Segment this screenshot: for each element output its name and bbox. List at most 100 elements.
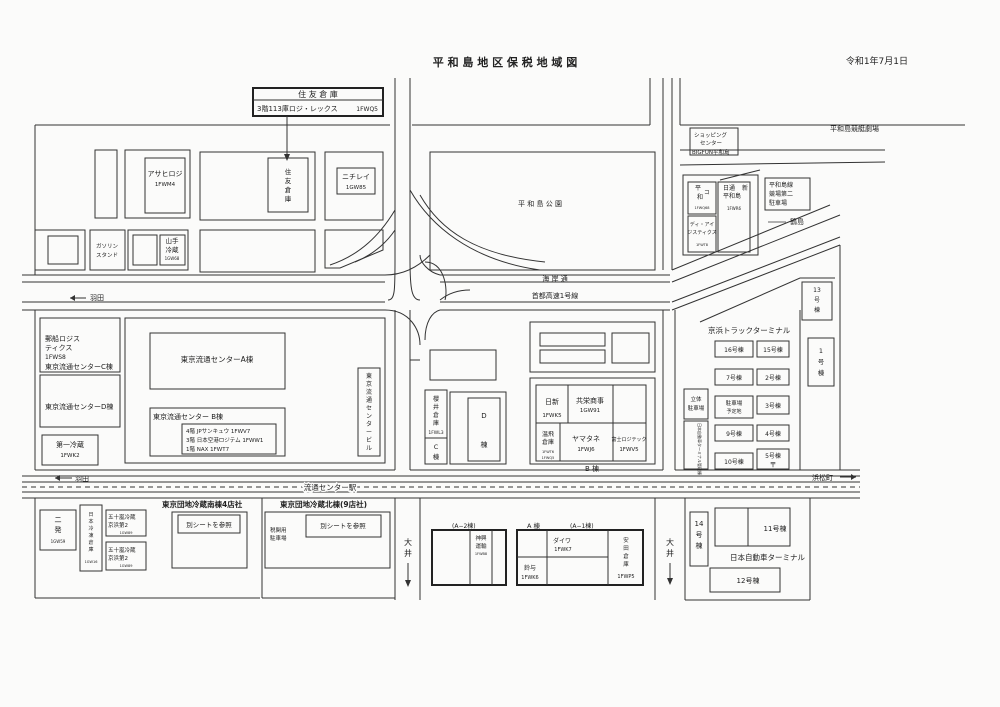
building-no12: 12号棟 bbox=[709, 567, 781, 593]
svg-text:発: 発 bbox=[55, 525, 62, 534]
svg-text:鈴与: 鈴与 bbox=[524, 564, 536, 572]
map-title: 平 和 島 地 区 保 税 地 域 図 bbox=[433, 55, 577, 69]
svg-text:1FWK7: 1FWK7 bbox=[554, 547, 571, 553]
building-onko-soko: 温飛 倉庫 1FWT6 1FWQ5 bbox=[535, 422, 561, 462]
svg-text:立体: 立体 bbox=[690, 395, 702, 403]
svg-text:セ: セ bbox=[366, 405, 372, 412]
svg-text:ガソリン: ガソリン bbox=[96, 242, 119, 250]
svg-text:号: 号 bbox=[818, 358, 825, 366]
building-rittai-parking: 立体 駐車場 bbox=[683, 388, 709, 420]
post-office-mark: 〒 bbox=[770, 461, 777, 469]
building-no1: 1 号 棟 bbox=[807, 337, 835, 387]
svg-text:冷: 冷 bbox=[88, 525, 93, 532]
svg-text:東: 東 bbox=[366, 372, 372, 380]
svg-text:東京流通センター B棟: 東京流通センター B棟 bbox=[153, 412, 223, 421]
label-haneda-upper: 羽田 bbox=[90, 294, 104, 302]
building-heiwajima-parking: 平和島線 競場第二 駐車場 bbox=[764, 177, 811, 211]
svg-text:共栄商事: 共栄商事 bbox=[576, 396, 604, 405]
svg-text:五十嵐冷蔵: 五十嵐冷蔵 bbox=[108, 546, 136, 554]
svg-text:号: 号 bbox=[814, 297, 820, 304]
svg-text:ヤマタネ: ヤマタネ bbox=[572, 434, 600, 443]
svg-text:井: 井 bbox=[404, 548, 412, 558]
svg-text:友: 友 bbox=[285, 176, 292, 185]
label-a1-to: (A−1棟) bbox=[570, 522, 594, 530]
svg-text:棟: 棟 bbox=[481, 440, 488, 449]
svg-text:大: 大 bbox=[404, 537, 412, 547]
building-nihon-reito: 日 本 冷 凍 倉 庫 1GW16 bbox=[79, 504, 103, 572]
building-gasoline: ガソリン スタンド bbox=[89, 229, 126, 271]
svg-text:1FWL3: 1FWL3 bbox=[428, 430, 443, 436]
svg-text:5号棟: 5号棟 bbox=[765, 452, 781, 460]
label-b-to: B 棟 bbox=[585, 464, 599, 473]
building-no13: 13 号 棟 bbox=[801, 281, 833, 321]
label-hamamatsucho: 浜松町 bbox=[812, 473, 833, 482]
svg-text:棟: 棟 bbox=[818, 368, 825, 377]
svg-text:1FWR6: 1FWR6 bbox=[727, 206, 742, 211]
svg-text:住: 住 bbox=[285, 167, 292, 176]
svg-text:1FWK6: 1FWK6 bbox=[521, 575, 538, 581]
building-isoragawa-1: 五十嵐冷蔵 京浜第2 1GW89 bbox=[105, 509, 147, 537]
svg-text:1FWV5: 1FWV5 bbox=[619, 447, 639, 453]
building-nissin: 日新 1FWK5 bbox=[535, 384, 569, 424]
svg-text:郵船ロジス: 郵船ロジス bbox=[45, 334, 80, 343]
label-haneda-lower: 羽田 bbox=[75, 475, 89, 483]
svg-text:1FWK2: 1FWK2 bbox=[60, 453, 79, 459]
svg-text:7号棟: 7号棟 bbox=[726, 374, 742, 382]
label-a-to: A 棟 bbox=[527, 521, 541, 530]
svg-text:東京団地冷蔵北棟(9店社): 東京団地冷蔵北棟(9店社) bbox=[280, 499, 367, 509]
svg-text:駐車場: 駐車場 bbox=[688, 404, 705, 412]
svg-text:ダイワ: ダイワ bbox=[553, 537, 571, 545]
building-kita-to: 東京団地冷蔵北棟(9店社) 別シートを参照 税関用 駐車場 bbox=[264, 499, 391, 569]
svg-text:駐車場: 駐車場 bbox=[270, 534, 287, 542]
svg-text:通: 通 bbox=[366, 396, 372, 404]
building-ryutsu-center-building: 東 京 流 通 セ ン タ ー ビ ル bbox=[357, 367, 381, 457]
svg-text:倉: 倉 bbox=[623, 552, 629, 560]
svg-text:ディ・アイ: ディ・アイ bbox=[690, 221, 714, 228]
road-network bbox=[22, 78, 965, 601]
svg-text:11号棟: 11号棟 bbox=[764, 524, 787, 533]
svg-text:棟: 棟 bbox=[814, 306, 820, 314]
building-minami-to: 東京団地冷蔵南棟4店社 別シートを参照 bbox=[162, 499, 248, 569]
building-yamate-reizo: 山手 冷蔵 1GW68 bbox=[159, 234, 186, 266]
sumitomo-callout-code: 1FWQ5 bbox=[356, 106, 378, 113]
svg-text:駐車場: 駐車場 bbox=[726, 399, 743, 407]
label-oi-left: 大 井 bbox=[404, 537, 412, 587]
svg-text:棟: 棟 bbox=[696, 541, 703, 550]
svg-text:D: D bbox=[481, 412, 486, 420]
svg-text:倉庫: 倉庫 bbox=[542, 438, 554, 446]
svg-text:井: 井 bbox=[433, 403, 439, 411]
building-kyoei-shoji: 共栄商事 1GW91 bbox=[567, 384, 614, 424]
label-shuto-kosoku: 首都高速1号線 bbox=[532, 291, 578, 300]
svg-text:センター: センター bbox=[700, 139, 722, 147]
svg-text:スタンド: スタンド bbox=[96, 251, 118, 259]
svg-text:東京流通センターA棟: 東京流通センターA棟 bbox=[181, 354, 254, 364]
sumitomo-callout-detail: 3階113庫ロジ・レックス bbox=[257, 104, 338, 113]
svg-text:第一冷蔵: 第一冷蔵 bbox=[56, 440, 84, 449]
svg-text:平: 平 bbox=[695, 185, 701, 192]
building-nisho: 二 発 1GW59 bbox=[39, 509, 77, 551]
svg-text:2号棟: 2号棟 bbox=[765, 374, 781, 382]
svg-text:東京団地冷蔵南棟4店社: 東京団地冷蔵南棟4店社 bbox=[162, 499, 243, 509]
svg-text:1FWB8: 1FWB8 bbox=[475, 552, 487, 556]
svg-text:ジスティクス: ジスティクス bbox=[687, 230, 717, 236]
svg-text:10号棟: 10号棟 bbox=[724, 458, 744, 466]
svg-text:別シートを参照: 別シートを参照 bbox=[320, 521, 366, 530]
svg-text:1GW16: 1GW16 bbox=[85, 560, 98, 564]
svg-text:16号棟: 16号棟 bbox=[724, 346, 744, 354]
svg-text:富士ロジテック: 富士ロジテック bbox=[611, 436, 646, 443]
svg-text:東京流通センターC棟: 東京流通センターC棟 bbox=[45, 362, 113, 371]
svg-text:13: 13 bbox=[813, 287, 821, 294]
svg-text:コ: コ bbox=[704, 189, 710, 196]
svg-text:ティクス: ティクス bbox=[45, 344, 72, 352]
svg-text:1GW89: 1GW89 bbox=[120, 531, 133, 535]
label-kaigan-dori: 海 岸 通 bbox=[542, 274, 567, 283]
svg-text:庫: 庫 bbox=[88, 546, 93, 553]
svg-text:1FWT8: 1FWT8 bbox=[696, 243, 708, 247]
svg-text:流: 流 bbox=[366, 388, 372, 396]
svg-text:1FWJ6: 1FWJ6 bbox=[577, 447, 595, 453]
svg-text:14: 14 bbox=[695, 520, 704, 528]
building-d-to: D 棟 bbox=[467, 397, 501, 462]
label-oi-right: 大 井 bbox=[666, 537, 674, 585]
building-shopping-center: ショッピング センター BIGFUN平和島 bbox=[689, 127, 739, 156]
